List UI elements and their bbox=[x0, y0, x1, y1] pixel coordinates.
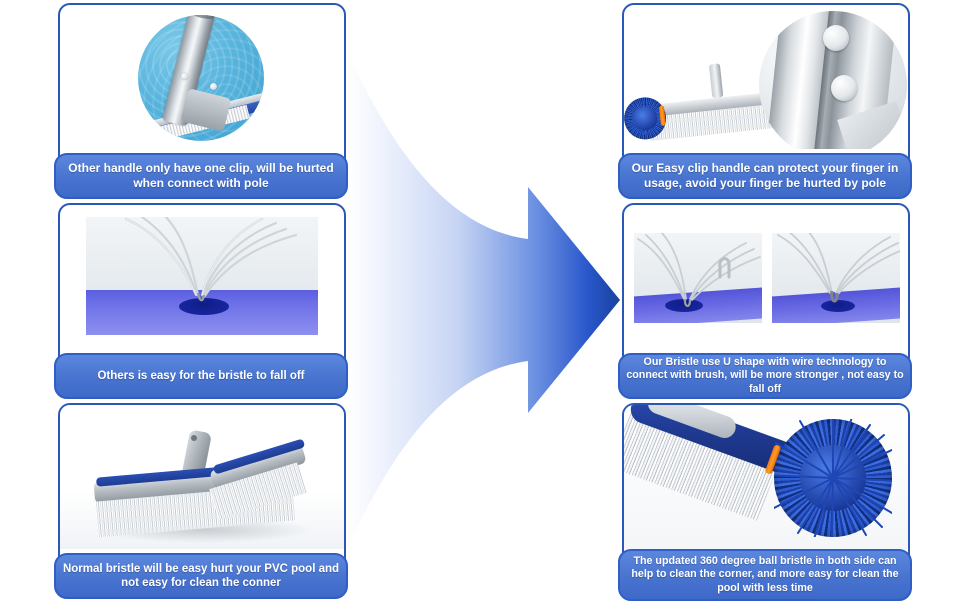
left-card-1: Other handle only have one clip, will be… bbox=[54, 3, 348, 199]
clip-button-bottom bbox=[831, 75, 857, 101]
u-wire-strands-left bbox=[637, 233, 761, 307]
empty-bristle-hole bbox=[178, 297, 229, 315]
right-card-3-image bbox=[624, 405, 908, 549]
transition-arrow bbox=[348, 35, 628, 565]
handle-clip-pin bbox=[181, 73, 188, 80]
bristle-hole-right bbox=[820, 300, 855, 313]
left-card-3: Normal bristle will be easy hurt your PV… bbox=[54, 403, 348, 599]
bristle-hole-left bbox=[664, 299, 703, 313]
right-card-2-caption: Our Bristle use U shape with wire techno… bbox=[618, 353, 912, 399]
easy-clip-closeup-circle-photo bbox=[759, 11, 907, 149]
right-card-1-caption: Our Easy clip handle can protect your fi… bbox=[618, 153, 912, 199]
handle-clip-pin-secondary bbox=[210, 83, 217, 90]
left-card-1-caption: Other handle only have one clip, will be… bbox=[54, 153, 348, 199]
ball-bristle-spikes bbox=[774, 419, 892, 537]
right-card-3: The updated 360 degree ball bristle in b… bbox=[618, 403, 912, 601]
left-card-1-image bbox=[60, 5, 344, 149]
right-card-3-caption: The updated 360 degree ball bristle in b… bbox=[618, 549, 912, 601]
u-wire-strands-right bbox=[777, 233, 900, 303]
left-card-3-caption: Normal bristle will be easy hurt your PV… bbox=[54, 553, 348, 599]
brush-connector-stem bbox=[708, 63, 724, 99]
left-card-3-image bbox=[60, 405, 344, 549]
u-wire-scene-left bbox=[634, 233, 762, 323]
right-card-1: Our Easy clip handle can protect your fi… bbox=[618, 3, 912, 199]
neck-pin-hole bbox=[191, 435, 197, 441]
left-card-2-caption: Others is easy for the bristle to fall o… bbox=[54, 353, 348, 399]
arrow-shape bbox=[348, 53, 620, 547]
right-card-1-image bbox=[624, 5, 908, 149]
clip-button-top bbox=[823, 25, 849, 51]
left-card-2: Others is easy for the bristle to fall o… bbox=[54, 203, 348, 399]
bristle-falloff-scene bbox=[86, 217, 318, 335]
handle-closeup-circle-photo bbox=[138, 15, 264, 141]
right-comparison-column: Our Easy clip handle can protect your fi… bbox=[618, 0, 912, 601]
left-card-2-image bbox=[60, 205, 344, 349]
right-card-2: Our Bristle use U shape with wire techno… bbox=[618, 203, 912, 399]
u-wire-scene-right bbox=[772, 233, 900, 323]
right-card-2-image bbox=[624, 205, 908, 349]
loose-bristle-strands bbox=[124, 217, 298, 302]
left-comparison-column: Other handle only have one clip, will be… bbox=[54, 0, 348, 600]
